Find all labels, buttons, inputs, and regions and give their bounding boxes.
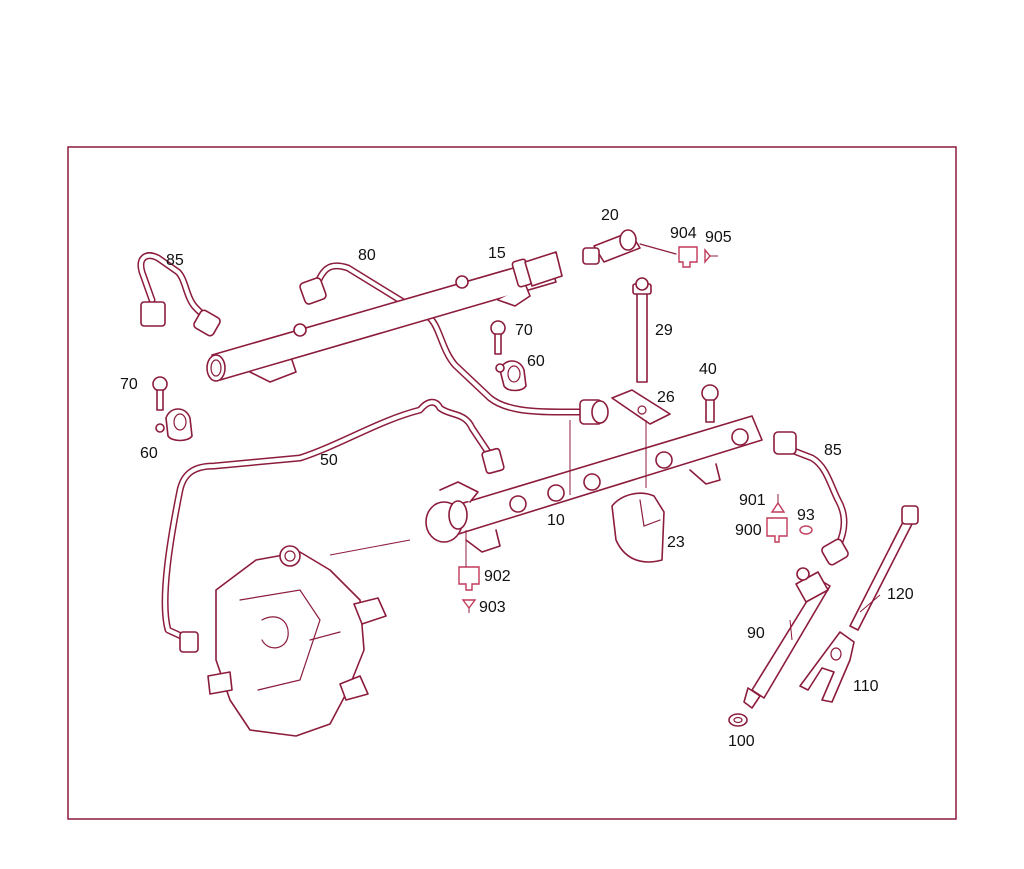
label-120: 120: [887, 586, 914, 603]
bolt-70-lower[interactable]: [152, 376, 168, 411]
connector-904[interactable]: [678, 246, 698, 268]
bracket-23[interactable]: [611, 492, 665, 563]
bolt-120[interactable]: [849, 505, 919, 631]
pin-901[interactable]: [770, 494, 786, 513]
label-20: 20: [601, 207, 619, 224]
label-29: 29: [655, 322, 673, 339]
high-pressure-pump[interactable]: [207, 539, 411, 737]
label-90: 90: [747, 625, 765, 642]
label-905: 905: [705, 229, 732, 246]
label-85-right: 85: [824, 442, 842, 459]
injector-90[interactable]: [743, 567, 831, 709]
connector-902[interactable]: [458, 530, 480, 591]
label-80: 80: [358, 247, 376, 264]
label-70-upper: 70: [515, 322, 533, 339]
diagram-frame: [67, 146, 957, 820]
part-labels: 20 904 905 85 80 15 70 60 29 70 60 40 26…: [120, 207, 914, 750]
fuel-line-85-right[interactable]: [773, 431, 850, 566]
fuel-line-85-left[interactable]: [137, 252, 222, 337]
label-904: 904: [670, 225, 697, 242]
label-26: 26: [657, 389, 675, 406]
pin-903[interactable]: [461, 599, 477, 613]
label-15: 15: [488, 245, 506, 262]
label-60-lower: 60: [140, 445, 158, 462]
fuel-rail-15[interactable]: [206, 251, 563, 383]
bolt-70-upper[interactable]: [490, 320, 506, 355]
pin-905[interactable]: [704, 248, 718, 264]
seal-ring-93[interactable]: [799, 525, 813, 535]
label-10: 10: [547, 512, 565, 529]
fuel-rail-10[interactable]: [425, 415, 763, 553]
label-70-lower: 70: [120, 376, 138, 393]
label-901: 901: [739, 492, 766, 509]
label-93: 93: [797, 507, 815, 524]
label-50: 50: [320, 452, 338, 469]
bolt-40[interactable]: [701, 384, 719, 423]
label-110: 110: [853, 678, 879, 695]
clamp-110[interactable]: [799, 631, 855, 703]
pressure-sensor-20[interactable]: [582, 229, 677, 265]
label-902: 902: [484, 568, 511, 585]
bolt-29[interactable]: [632, 277, 652, 383]
bracket-26[interactable]: [611, 389, 671, 425]
washer-100[interactable]: [728, 713, 748, 727]
label-23: 23: [667, 534, 685, 551]
connector-900[interactable]: [766, 517, 788, 543]
leader-lines: [645, 420, 881, 641]
label-100: 100: [728, 733, 755, 750]
label-900: 900: [735, 522, 762, 539]
label-60-upper: 60: [527, 353, 545, 370]
label-85-left: 85: [166, 252, 184, 269]
label-903: 903: [479, 599, 506, 616]
fuel-line-80[interactable]: [299, 262, 609, 425]
label-40: 40: [699, 361, 717, 378]
clamp-60-upper[interactable]: [495, 360, 527, 392]
clamp-60-lower[interactable]: [155, 408, 193, 442]
fuel-line-50[interactable]: [161, 398, 505, 653]
